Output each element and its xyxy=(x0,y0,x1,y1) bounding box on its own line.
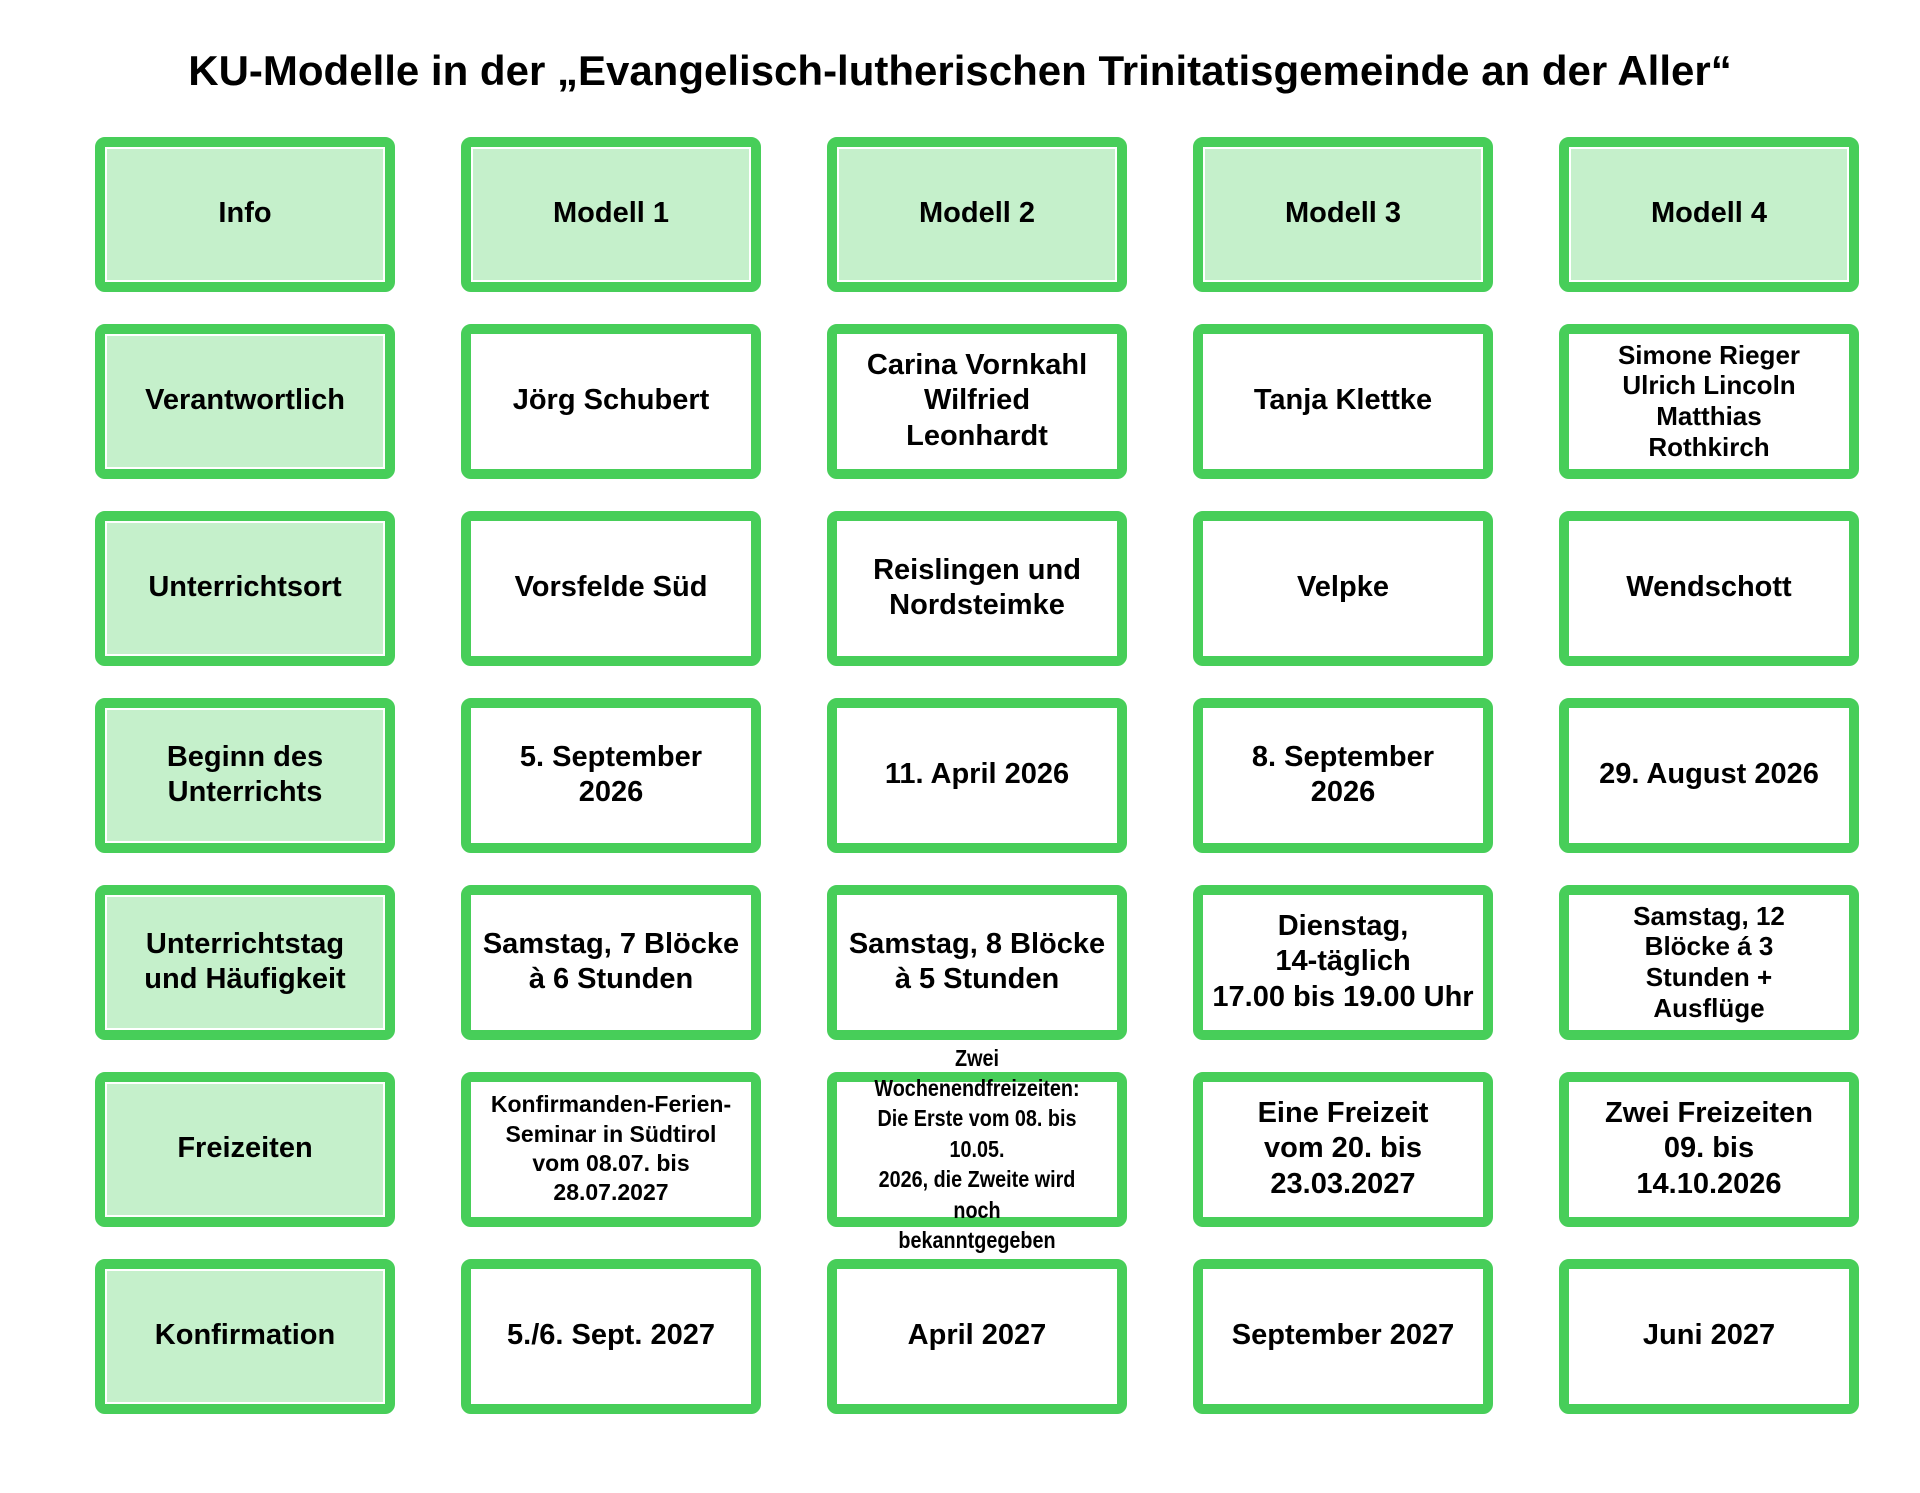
header-cell-modell-1: Modell 1 xyxy=(461,136,761,292)
cell-modell-3-unterrichtsort: Velpke xyxy=(1193,510,1493,666)
cell-modell-4-unterrichtstag: Samstag, 12 Blöcke á 3 Stunden + Ausflüg… xyxy=(1559,884,1859,1040)
cell-modell-1-unterrichtstag: Samstag, 7 Blöcke à 6 Stunden xyxy=(461,884,761,1040)
cell-modell-4-freizeiten: Zwei Freizeiten 09. bis 14.10.2026 xyxy=(1559,1071,1859,1227)
row-label-unterrichtsort: Unterrichtsort xyxy=(95,510,395,666)
cell-modell-2-konfirmation: April 2027 xyxy=(827,1258,1127,1414)
cell-modell-2-verantwortlich: Carina Vornkahl Wilfried Leonhardt xyxy=(827,323,1127,479)
cell-modell-4-verantwortlich: Simone Rieger Ulrich Lincoln Matthias Ro… xyxy=(1559,323,1859,479)
cell-modell-4-konfirmation: Juni 2027 xyxy=(1559,1258,1859,1414)
cell-modell-1-unterrichtsort: Vorsfelde Süd xyxy=(461,510,761,666)
cell-modell-3-freizeiten: Eine Freizeit vom 20. bis 23.03.2027 xyxy=(1193,1071,1493,1227)
cell-modell-1-beginn: 5. September 2026 xyxy=(461,697,761,853)
cell-modell-2-beginn: 11. April 2026 xyxy=(827,697,1127,853)
ku-modelle-table: Info Modell 1 Modell 2 Modell 3 Modell 4… xyxy=(95,136,1920,1414)
cell-text: Zwei Wochenendfreizeiten: Die Erste vom … xyxy=(874,1044,1080,1253)
cell-modell-2-unterrichtsort: Reislingen und Nordsteimke xyxy=(827,510,1127,666)
cell-modell-1-freizeiten: Konfirmanden-Ferien- Seminar in Südtirol… xyxy=(461,1071,761,1227)
cell-modell-1-verantwortlich: Jörg Schubert xyxy=(461,323,761,479)
cell-modell-3-verantwortlich: Tanja Klettke xyxy=(1193,323,1493,479)
header-cell-modell-3: Modell 3 xyxy=(1193,136,1493,292)
row-label-verantwortlich: Verantwortlich xyxy=(95,323,395,479)
header-cell-modell-4: Modell 4 xyxy=(1559,136,1859,292)
header-cell-modell-2: Modell 2 xyxy=(827,136,1127,292)
row-label-konfirmation: Konfirmation xyxy=(95,1258,395,1414)
cell-modell-1-konfirmation: 5./6. Sept. 2027 xyxy=(461,1258,761,1414)
cell-modell-3-konfirmation: September 2027 xyxy=(1193,1258,1493,1414)
cell-modell-2-unterrichtstag: Samstag, 8 Blöcke à 5 Stunden xyxy=(827,884,1127,1040)
cell-modell-4-beginn: 29. August 2026 xyxy=(1559,697,1859,853)
header-cell-info: Info xyxy=(95,136,395,292)
row-label-freizeiten: Freizeiten xyxy=(95,1071,395,1227)
cell-modell-3-beginn: 8. September 2026 xyxy=(1193,697,1493,853)
cell-modell-4-unterrichtsort: Wendschott xyxy=(1559,510,1859,666)
cell-modell-2-freizeiten: Zwei Wochenendfreizeiten: Die Erste vom … xyxy=(827,1045,1127,1253)
row-label-beginn-des-unterrichts: Beginn des Unterrichts xyxy=(95,697,395,853)
cell-modell-3-unterrichtstag: Dienstag, 14-täglich 17.00 bis 19.00 Uhr xyxy=(1193,884,1493,1040)
row-label-unterrichtstag-und-haeufigkeit: Unterrichtstag und Häufigkeit xyxy=(95,884,395,1040)
page-title: KU-Modelle in der „Evangelisch-lutherisc… xyxy=(188,47,1732,94)
